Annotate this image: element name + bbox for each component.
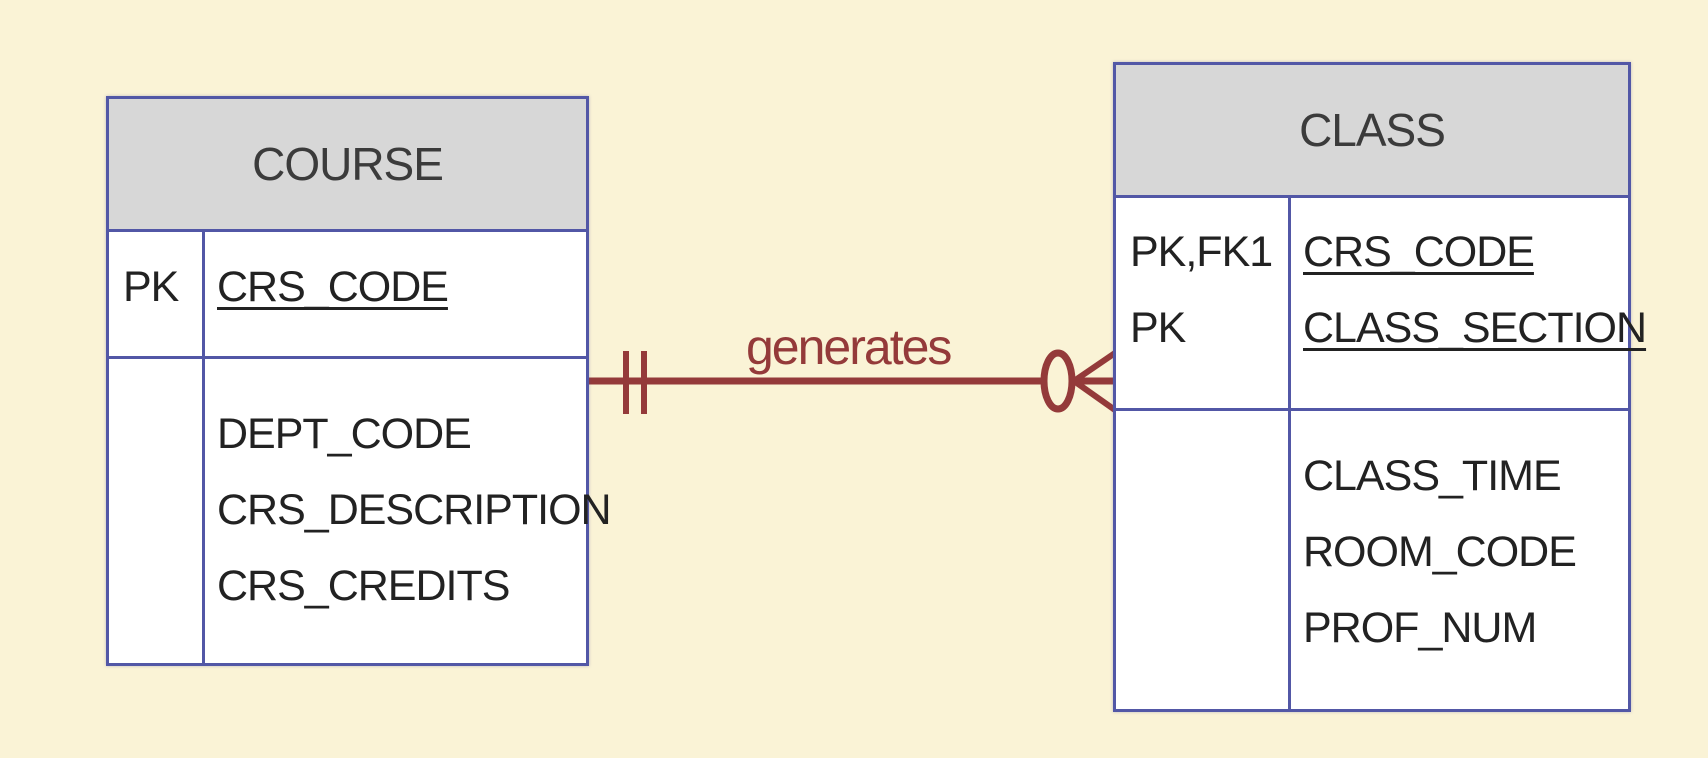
entity-course-attr-section: DEPT_CODE CRS_DESCRIPTION CRS_CREDITS <box>109 359 612 663</box>
entity-course-attrs: DEPT_CODE CRS_DESCRIPTION CRS_CREDITS <box>217 396 612 624</box>
entity-class-attr-section: CLASS_TIME ROOM_CODE PROF_NUM <box>1116 411 1628 709</box>
course-pk-attr-0: CRS_CODE <box>217 263 449 311</box>
class-attr-2: PROF_NUM <box>1303 604 1537 652</box>
entity-course-header: COURSE <box>109 99 586 232</box>
entity-class-header: CLASS <box>1116 65 1628 198</box>
relationship-label: generates <box>746 319 952 375</box>
many-mark-upper <box>1072 350 1117 384</box>
entity-class-keys: PK,FK1 PK <box>1130 214 1273 366</box>
entity-course-keys: PK <box>123 249 179 325</box>
entity-class-attr-key-column <box>1116 411 1291 709</box>
course-attr-0: DEPT_CODE <box>217 410 472 458</box>
class-attr-0: CLASS_TIME <box>1303 452 1562 500</box>
class-key-1: PK <box>1130 304 1186 352</box>
entity-class-pk-attrs: CRS_CODE CLASS_SECTION <box>1303 214 1647 366</box>
class-key-0: PK,FK1 <box>1130 228 1273 276</box>
entity-class: CLASS PK,FK1 PK CRS_CODE CLASS_SECTION C… <box>1113 62 1647 712</box>
entity-course-attr-key-column <box>109 359 205 663</box>
entity-course-pk-attrs: CRS_CODE <box>217 249 449 325</box>
many-mark-lower <box>1072 378 1117 413</box>
class-pk-attr-1: CLASS_SECTION <box>1303 304 1647 352</box>
class-pk-attr-0: CRS_CODE <box>1303 228 1535 276</box>
entity-course: COURSE PK CRS_CODE DEPT_CODE CRS_DESCRIP… <box>106 96 612 666</box>
course-key-0: PK <box>123 263 179 311</box>
entity-class-attrs: CLASS_TIME ROOM_CODE PROF_NUM <box>1303 438 1577 666</box>
entity-class-key-column <box>1116 198 1291 408</box>
course-attr-2: CRS_CREDITS <box>217 562 510 610</box>
entity-class-pk-section: PK,FK1 PK CRS_CODE CLASS_SECTION <box>1116 198 1647 411</box>
entity-course-key-column <box>109 232 205 356</box>
entity-course-pk-section: PK CRS_CODE <box>109 232 586 359</box>
course-attr-1: CRS_DESCRIPTION <box>217 486 612 534</box>
zero-mark-circle <box>1040 349 1076 413</box>
class-attr-1: ROOM_CODE <box>1303 528 1577 576</box>
